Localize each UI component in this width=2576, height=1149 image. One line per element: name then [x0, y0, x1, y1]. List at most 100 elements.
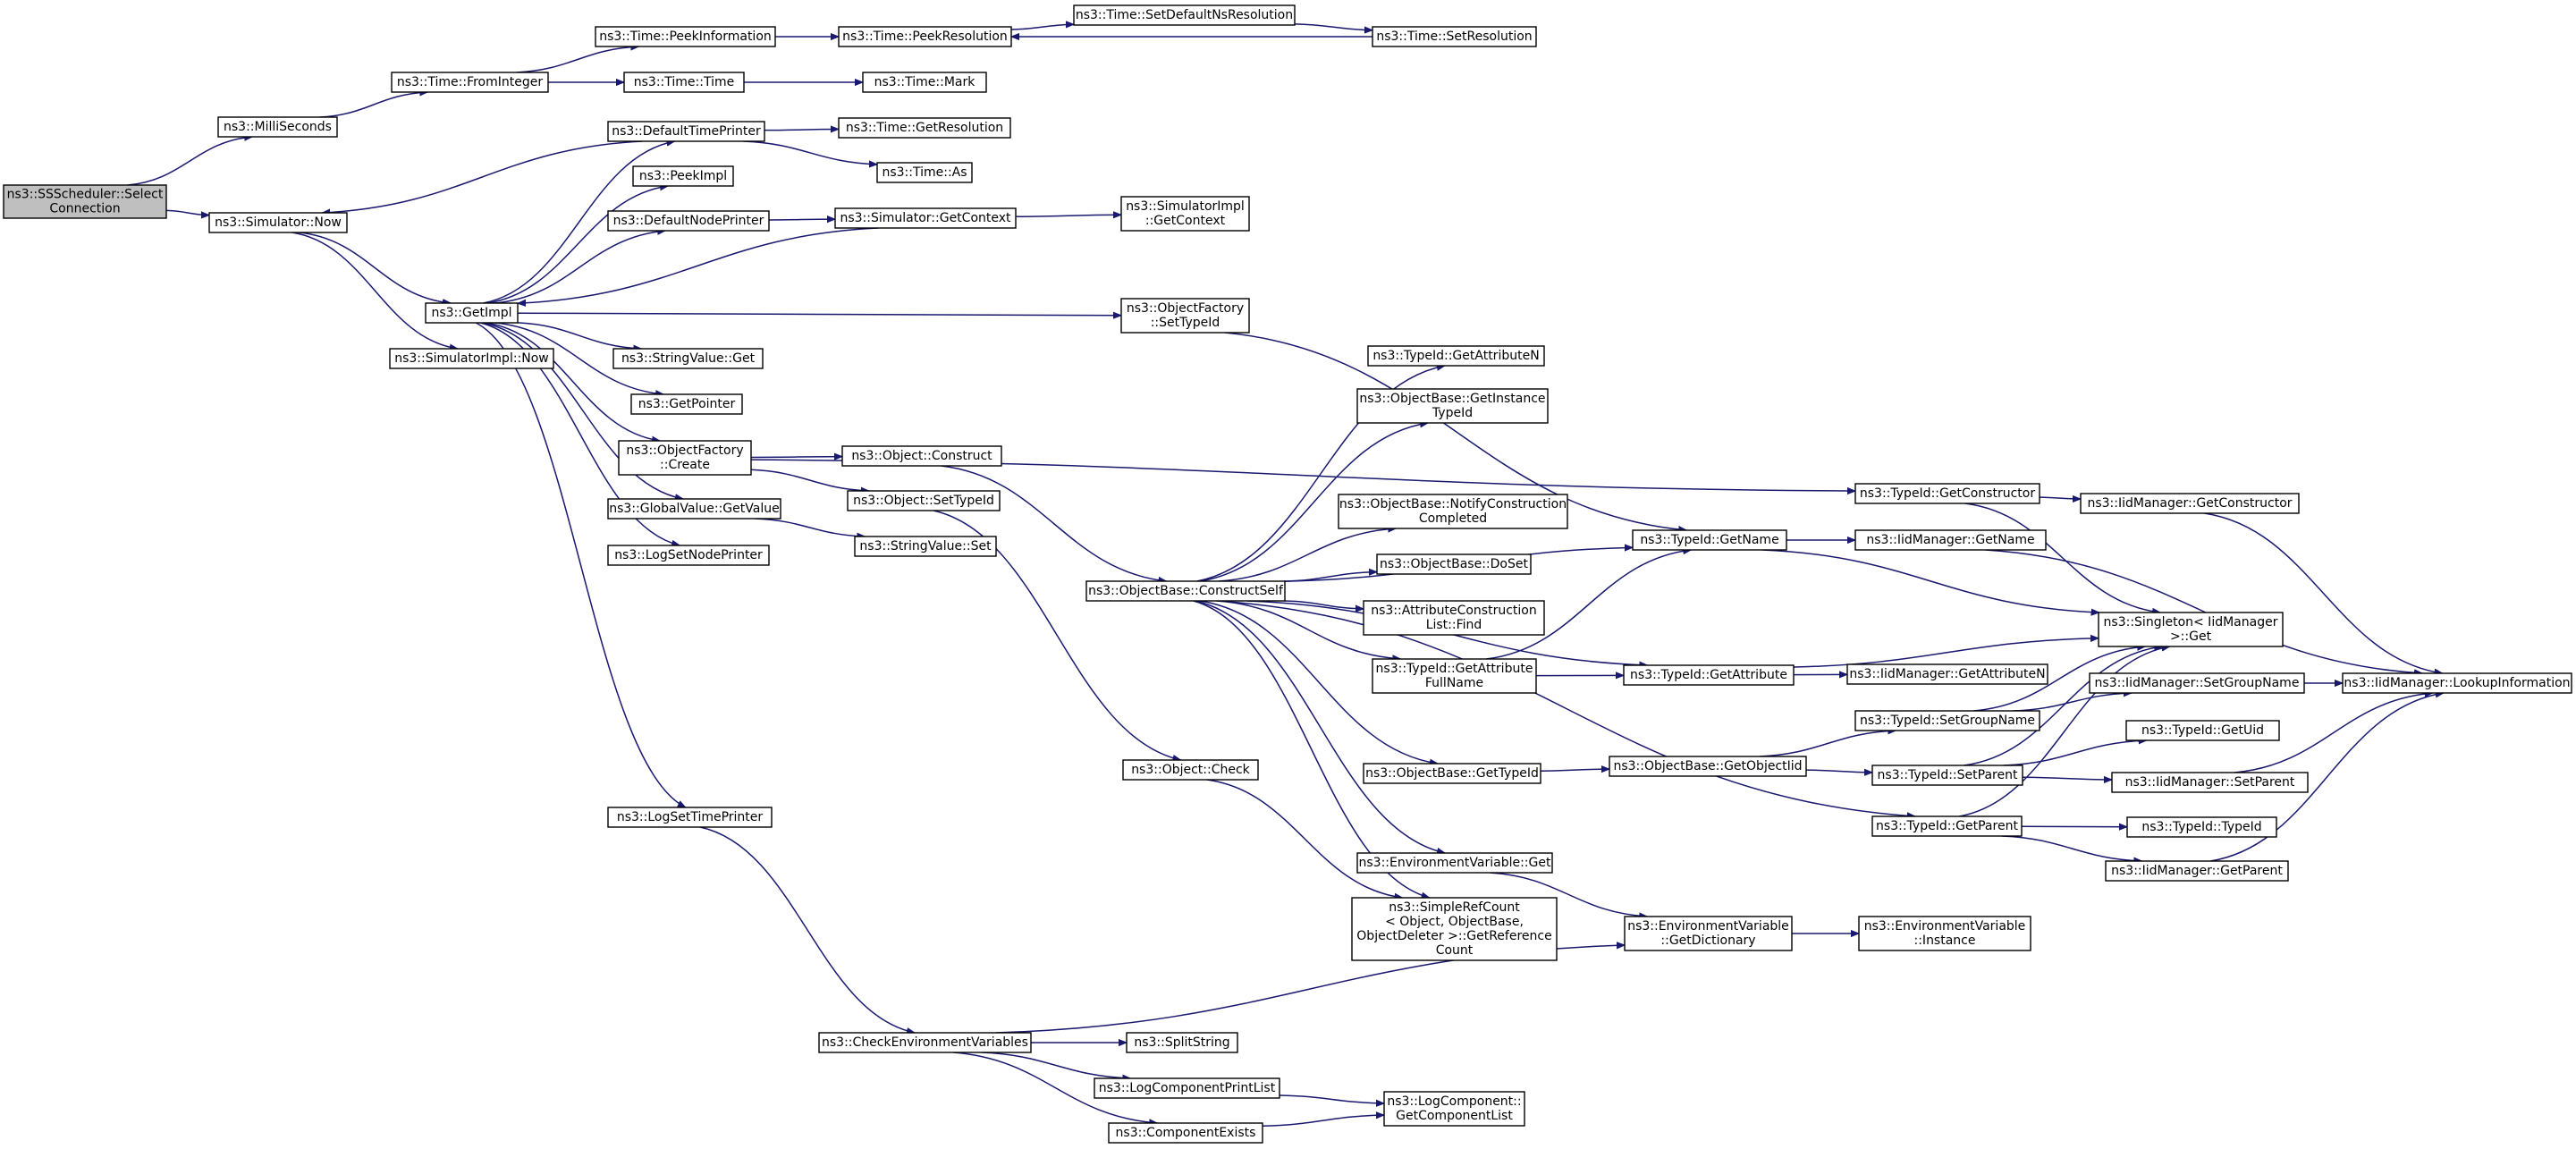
node-deftime[interactable]: ns3::DefaultTimePrinter [607, 121, 765, 142]
node-getctor[interactable]: ns3::TypeId::GetConstructor [1854, 483, 2040, 504]
node-objconstruct[interactable]: ns3::Object::Construct [841, 445, 1002, 467]
node-objcheck[interactable]: ns3::Object::Check [1122, 759, 1259, 781]
node-iidgetname[interactable]: ns3::IidManager::GetName [1854, 529, 2047, 551]
node-envgetdict[interactable]: ns3::EnvironmentVariable::GetDictionary [1624, 916, 1793, 951]
node-label: ::GetContext [1145, 214, 1226, 228]
node-box [623, 72, 745, 93]
node-label: ns3::Simulator::Now [215, 215, 342, 230]
node-box [1854, 483, 2040, 504]
node-logcomplist[interactable]: ns3::LogComponent::GetComponentList [1383, 1091, 1525, 1127]
node-label: ns3::Time::PeekInformation [599, 30, 772, 44]
node-timetime[interactable]: ns3::Time::Time [623, 72, 745, 93]
node-setres[interactable]: ns3::Time::SetResolution [1372, 26, 1537, 47]
node-setdefns[interactable]: ns3::Time::SetDefaultNsResolution [1073, 4, 1296, 26]
node-iidsetgroup[interactable]: ns3::IidManager::SetGroupName [2089, 672, 2305, 694]
edge-arrow [480, 322, 680, 545]
node-logsetnode[interactable]: ns3::LogSetNodePrinter [607, 545, 770, 566]
node-label: ns3::ObjectBase::ConstructSelf [1088, 584, 1284, 598]
node-simgetctx[interactable]: ns3::Simulator::GetContext [834, 207, 1017, 229]
node-obnotify[interactable]: ns3::ObjectBase::NotifyConstructionCompl… [1338, 494, 1568, 529]
node-label: ns3::GetPointer [638, 397, 736, 411]
edge-getctor-to-singleton [1964, 503, 2160, 613]
node-peekimpl[interactable]: ns3::PeekImpl [632, 165, 734, 187]
edge-getimpl-to-peekimpl [486, 186, 668, 304]
node-getimpl[interactable]: ns3::GetImpl [425, 302, 519, 324]
node-box [425, 302, 519, 324]
node-logcompprint[interactable]: ns3::LogComponentPrintList [1094, 1077, 1280, 1099]
node-defnode[interactable]: ns3::DefaultNodePrinter [607, 210, 770, 232]
node-iidgetctor[interactable]: ns3::IidManager::GetConstructor [2080, 493, 2300, 514]
node-getptr[interactable]: ns3::GetPointer [630, 393, 743, 415]
node-label: ns3::TypeId::GetName [1640, 533, 1778, 547]
node-label: ns3::TypeId::GetUid [2141, 723, 2264, 738]
node-label: ns3::IidManager::SetGroupName [2095, 676, 2300, 690]
node-splitstring[interactable]: ns3::SplitString [1126, 1032, 1238, 1053]
edge-getctor-to-iidgetctor [2039, 497, 2081, 499]
node-ofsettid[interactable]: ns3::ObjectFactory::SetTypeId [1120, 298, 1250, 334]
edge-ofsettid-to-getname [1224, 332, 1686, 530]
node-fromint[interactable]: ns3::Time::FromInteger [391, 72, 549, 93]
edge-obconstructself-to-simplerefcount [1193, 600, 1430, 898]
node-checkenv[interactable]: ns3::CheckEnvironmentVariables [818, 1032, 1032, 1053]
node-iidgetparent[interactable]: ns3::IidManager::GetParent [2105, 860, 2289, 882]
node-getname[interactable]: ns3::TypeId::GetName [1632, 529, 1787, 551]
node-mark[interactable]: ns3::Time::Mark [862, 72, 987, 93]
node-strget[interactable]: ns3::StringValue::Get [612, 348, 764, 369]
node-strset[interactable]: ns3::StringValue::Set [854, 536, 997, 557]
node-milli[interactable]: ns3::MilliSeconds [217, 116, 338, 138]
node-box [1854, 529, 2047, 551]
edge-getname-to-singleton [1762, 549, 2099, 613]
node-typeid[interactable]: ns3::TypeId::TypeId [2126, 816, 2277, 838]
node-simnow[interactable]: ns3::Simulator::Now [208, 212, 348, 233]
node-getuid[interactable]: ns3::TypeId::GetUid [2125, 720, 2280, 741]
edge-arrow [1793, 638, 2099, 668]
node-logsettime[interactable]: ns3::LogSetTimePrinter [607, 807, 773, 828]
node-iidsetparent[interactable]: ns3::IidManager::SetParent [2111, 772, 2309, 793]
node-box [1120, 298, 1250, 334]
node-peekres[interactable]: ns3::Time::PeekResolution [838, 26, 1012, 47]
node-timeas[interactable]: ns3::Time::As [876, 162, 973, 183]
edge-simgetctx-to-getimpl [518, 227, 879, 303]
node-getattr[interactable]: ns3::TypeId::GetAttribute [1623, 664, 1795, 686]
node-obgetoiid[interactable]: ns3::ObjectBase::GetObjectIid [1609, 756, 1807, 777]
node-label: ns3::Time::Time [634, 75, 734, 89]
edge-defnode-to-simgetctx [768, 219, 835, 220]
node-setparent[interactable]: ns3::TypeId::SetParent [1871, 765, 2023, 786]
edge-simnow-to-getimpl [299, 232, 451, 303]
edge-arrow [750, 457, 842, 458]
node-lookup[interactable]: ns3::IidManager::LookupInformation [2342, 672, 2572, 694]
node-simimplctx[interactable]: ns3::SimulatorImpl::GetContext [1120, 196, 1250, 232]
node-box [2125, 720, 2280, 741]
node-setgroup[interactable]: ns3::TypeId::SetGroupName [1854, 710, 2040, 731]
edge-arrow [1279, 1094, 1384, 1103]
node-getres[interactable]: ns3::Time::GetResolution [838, 117, 1011, 139]
node-simimplnow[interactable]: ns3::SimulatorImpl::Now [389, 348, 554, 369]
node-peekinfo[interactable]: ns3::Time::PeekInformation [595, 26, 776, 47]
node-singleton[interactable]: ns3::Singleton< IidManager >::Get [2098, 612, 2284, 647]
node-ofcreate[interactable]: ns3::ObjectFactory::Create [618, 440, 752, 476]
node-gvget[interactable]: ns3::GlobalValue::GetValue [607, 498, 781, 520]
edge-logsettime-to-checkenv [699, 826, 915, 1033]
node-getparent[interactable]: ns3::TypeId::GetParent [1871, 815, 2023, 837]
node-envget[interactable]: ns3::EnvironmentVariable::Get [1356, 852, 1553, 874]
node-label: GetComponentList [1396, 1109, 1513, 1123]
edge-arrow [1958, 646, 2169, 817]
node-compexists[interactable]: ns3::ComponentExists [1108, 1122, 1263, 1144]
node-iidgetattrn[interactable]: ns3::IidManager::GetAttributeN [1846, 663, 2048, 685]
edge-checkenv-to-compexists [953, 1052, 1157, 1123]
edge-arrow [1010, 24, 1074, 30]
node-getattrn[interactable]: ns3::TypeId::GetAttributeN [1367, 345, 1545, 367]
node-simplerefcount[interactable]: ns3::SimpleRefCount< Object, ObjectBase,… [1351, 897, 1558, 961]
node-label: ns3::SimulatorImpl [1126, 199, 1245, 214]
node-obgettid[interactable]: ns3::ObjectBase::GetTypeId [1363, 763, 1541, 784]
node-obdoset[interactable]: ns3::ObjectBase::DoSet [1376, 553, 1532, 575]
edge-arrow [299, 232, 451, 303]
node-obconstructself[interactable]: ns3::ObjectBase::ConstructSelf [1085, 580, 1286, 602]
node-objsettid[interactable]: ns3::Object::SetTypeId [847, 490, 1001, 511]
node-box [1624, 916, 1793, 951]
node-envinstance[interactable]: ns3::EnvironmentVariable::Instance [1858, 916, 2031, 951]
